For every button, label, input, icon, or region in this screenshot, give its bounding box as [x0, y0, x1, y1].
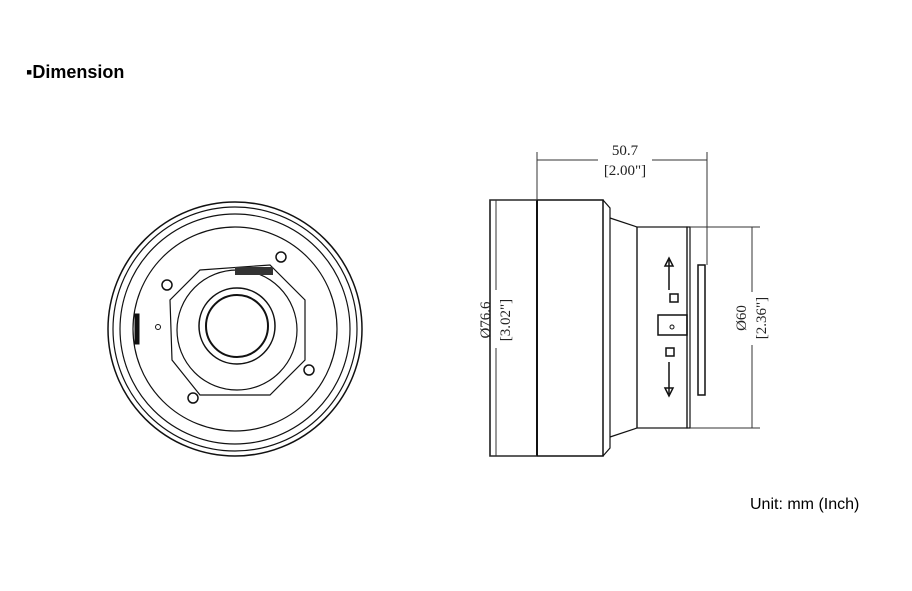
side-notch — [134, 313, 140, 345]
section-heading: ▪Dimension — [26, 62, 124, 83]
label-plate — [235, 267, 273, 275]
dimension-lines — [490, 152, 760, 457]
clip — [697, 264, 706, 396]
outer-diameter-inch: [3.02"] — [498, 299, 514, 341]
mount-plate — [169, 264, 306, 396]
heading-title: Dimension — [32, 62, 125, 82]
length-inch: [2.00"] — [604, 163, 646, 179]
lens-outer — [198, 287, 276, 365]
length-mm: 50.7 — [612, 143, 639, 159]
unlock-arrow-icon — [663, 256, 679, 303]
front-view — [107, 201, 363, 457]
bullet-icon: ▪ — [26, 62, 33, 82]
outer-ring — [107, 201, 363, 457]
lock-block — [657, 314, 688, 336]
unit-note: Unit: mm (Inch) — [750, 496, 860, 513]
lock-arrow-icon — [663, 347, 675, 398]
screw-icon — [161, 251, 315, 404]
body-outline — [489, 199, 604, 457]
ring-4 — [132, 226, 338, 432]
ring-2 — [112, 206, 358, 452]
mount-body — [636, 226, 688, 429]
lens-inner — [205, 294, 269, 358]
ring-3 — [119, 213, 351, 445]
outer-diameter-mm: Ø76.6 — [478, 301, 494, 339]
side-view — [489, 152, 760, 457]
mount-diameter-inch: [2.36"] — [754, 297, 770, 339]
mount-diameter-mm: Ø60 — [734, 305, 750, 331]
hole — [155, 324, 161, 330]
